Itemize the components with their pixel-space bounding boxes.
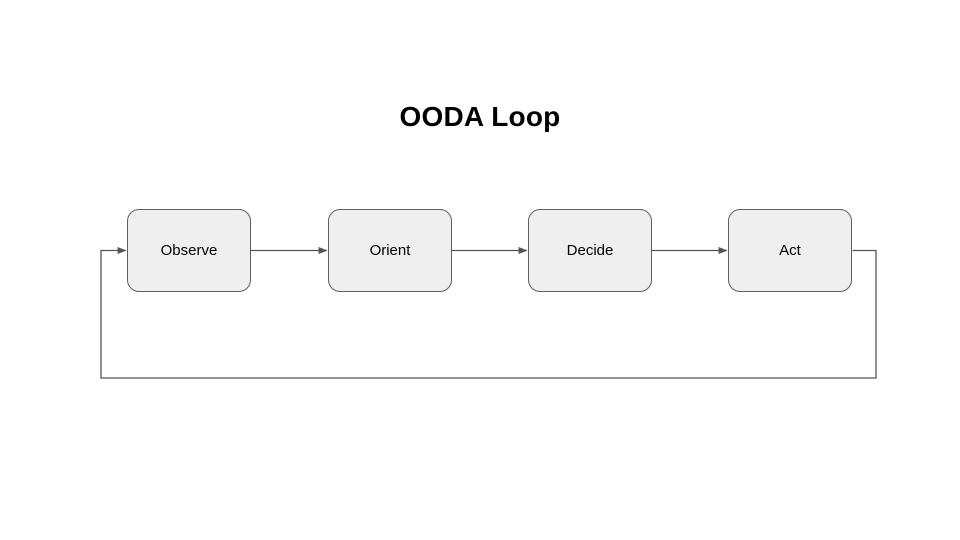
node-decide-label: Decide (566, 241, 614, 259)
edge-act-to-observe-feedback-loop (100, 247, 877, 379)
node-act[interactable]: Act (728, 209, 852, 292)
node-observe[interactable]: Observe (127, 209, 251, 292)
node-orient[interactable]: Orient (328, 209, 452, 292)
page-title: OODA Loop (399, 101, 561, 132)
node-orient-label: Orient (369, 241, 411, 259)
node-observe-label: Observe (160, 241, 218, 259)
node-act-label: Act (779, 241, 801, 259)
node-decide[interactable]: Decide (528, 209, 652, 292)
